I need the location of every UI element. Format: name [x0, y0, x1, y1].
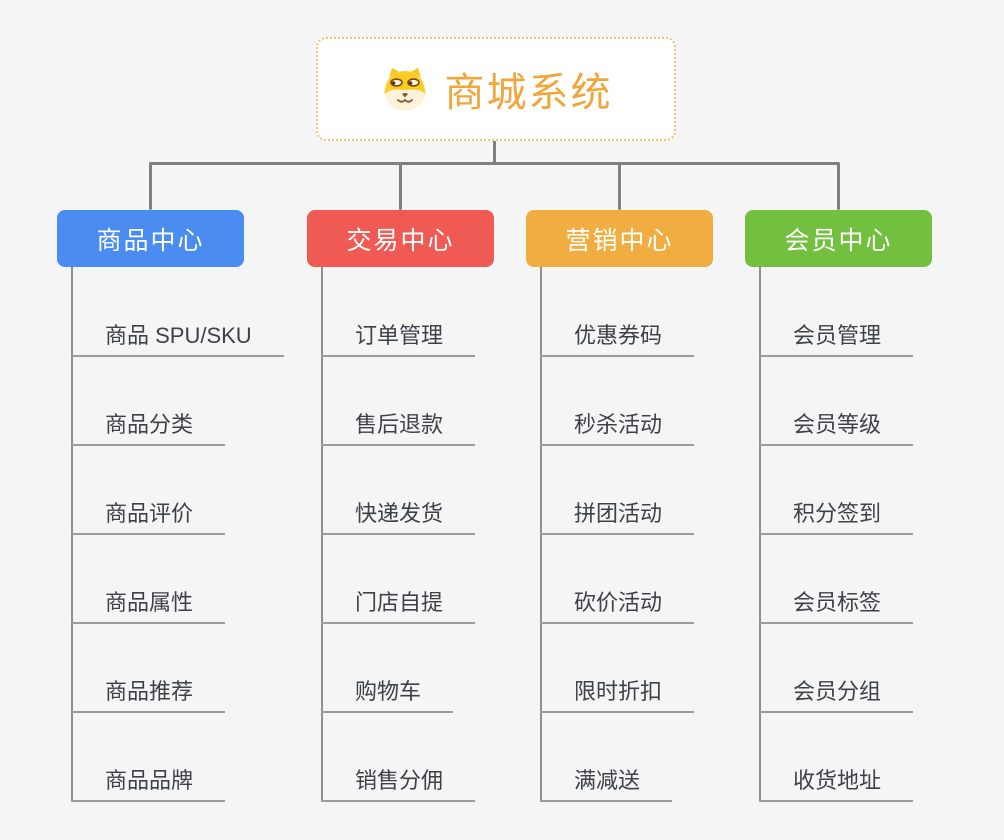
node-item[interactable]: 快递发货	[321, 501, 476, 535]
node-item[interactable]: 商品分类	[71, 412, 226, 446]
node-item[interactable]: 销售分佣	[321, 768, 476, 802]
node-item[interactable]: 购物车	[321, 679, 454, 713]
node-item[interactable]: 满减送	[540, 768, 673, 802]
branch-product-center: 商品中心 商品 SPU/SKU 商品分类 商品评价 商品属性 商品推荐 商品品牌	[57, 210, 284, 802]
node-item[interactable]: 拼团活动	[540, 501, 695, 535]
connector-drop-3	[618, 163, 621, 210]
connector-horizontal	[149, 162, 840, 165]
connector-root-vertical	[493, 140, 496, 164]
doge-icon	[380, 66, 430, 112]
connector-drop-1	[149, 163, 152, 210]
root-node[interactable]: 商城系统	[316, 37, 676, 141]
connector-drop-2	[399, 163, 402, 210]
branch-trade-center: 交易中心 订单管理 售后退款 快递发货 门店自提 购物车 销售分佣	[307, 210, 494, 802]
branch-header-marketing-center[interactable]: 营销中心	[526, 210, 713, 267]
node-item[interactable]: 优惠券码	[540, 323, 695, 357]
node-item[interactable]: 积分签到	[759, 501, 914, 535]
node-item[interactable]: 收货地址	[759, 768, 914, 802]
branch-header-member-center[interactable]: 会员中心	[745, 210, 932, 267]
root-title: 商城系统	[444, 71, 613, 115]
node-item[interactable]: 限时折扣	[540, 679, 695, 713]
node-item[interactable]: 会员管理	[759, 323, 914, 357]
node-item[interactable]: 会员等级	[759, 412, 914, 446]
connector-drop-4	[837, 163, 840, 210]
node-item[interactable]: 会员分组	[759, 679, 914, 713]
node-item[interactable]: 门店自提	[321, 590, 476, 624]
node-item[interactable]: 商品属性	[71, 590, 226, 624]
node-item[interactable]: 订单管理	[321, 323, 476, 357]
node-item[interactable]: 商品推荐	[71, 679, 226, 713]
node-item[interactable]: 商品评价	[71, 501, 226, 535]
branch-member-center: 会员中心 会员管理 会员等级 积分签到 会员标签 会员分组 收货地址	[745, 210, 932, 802]
branch-marketing-center: 营销中心 优惠券码 秒杀活动 拼团活动 砍价活动 限时折扣 满减送	[526, 210, 713, 802]
branch-header-trade-center[interactable]: 交易中心	[307, 210, 494, 267]
branch-header-product-center[interactable]: 商品中心	[57, 210, 244, 267]
node-item[interactable]: 商品品牌	[71, 768, 226, 802]
node-item[interactable]: 商品 SPU/SKU	[71, 323, 284, 357]
node-item[interactable]: 会员标签	[759, 590, 914, 624]
node-item[interactable]: 售后退款	[321, 412, 476, 446]
node-item[interactable]: 砍价活动	[540, 590, 695, 624]
node-item[interactable]: 秒杀活动	[540, 412, 695, 446]
